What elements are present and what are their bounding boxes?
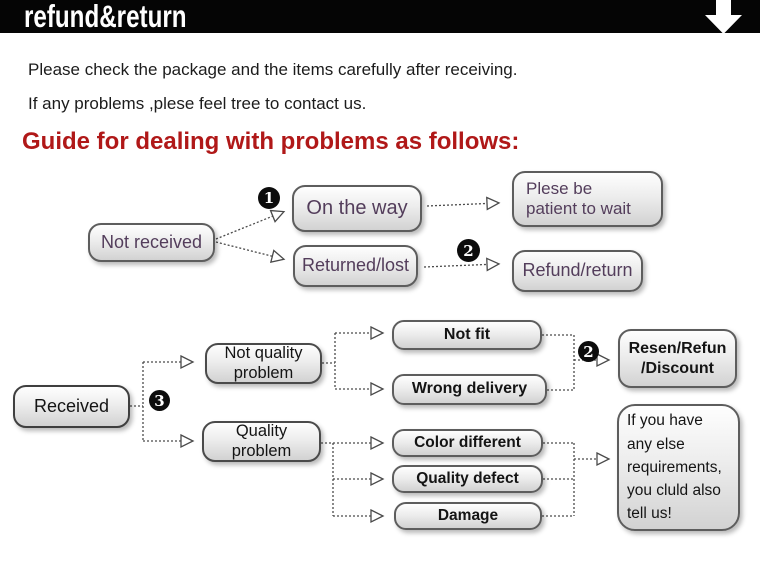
badge-step-1: 1 bbox=[258, 187, 280, 209]
badge-step-2-second: 2 bbox=[578, 341, 599, 362]
node-please-be-patient: Plese be patient to wait bbox=[512, 171, 663, 227]
intro-line-1: Please check the package and the items c… bbox=[28, 60, 518, 79]
node-on-the-way: On the way bbox=[292, 185, 422, 232]
node-more-requirements: If you have any else requirements, you c… bbox=[617, 404, 740, 531]
badge-step-3: 3 bbox=[149, 390, 170, 411]
node-damage: Damage bbox=[394, 502, 542, 530]
node-returned-lost: Returned/lost bbox=[293, 245, 418, 287]
node-color-different: Color different bbox=[392, 429, 543, 457]
banner-title: refund&return bbox=[24, 0, 187, 34]
node-not-fit: Not fit bbox=[392, 320, 542, 350]
down-arrow-icon bbox=[705, 0, 742, 34]
node-refund-return: Refund/return bbox=[512, 250, 643, 292]
node-wrong-delivery: Wrong delivery bbox=[392, 374, 547, 405]
node-quality-problem: Quality problem bbox=[202, 421, 321, 462]
node-not-quality-problem: Not quality problem bbox=[205, 343, 322, 384]
banner: refund&return bbox=[0, 0, 760, 34]
node-not-received: Not received bbox=[88, 223, 215, 262]
badge-step-2: 2 bbox=[457, 239, 480, 262]
intro-line-2: If any problems ,plese feel tree to cont… bbox=[28, 94, 367, 113]
guide-heading: Guide for dealing with problems as follo… bbox=[22, 128, 520, 155]
node-quality-defect: Quality defect bbox=[392, 465, 543, 493]
node-received: Received bbox=[13, 385, 130, 428]
node-resend-refund-discount: Resen/Refun /Discount bbox=[618, 329, 737, 388]
